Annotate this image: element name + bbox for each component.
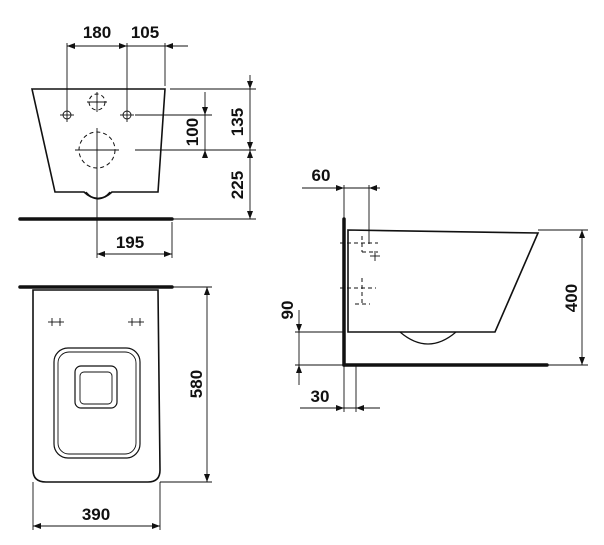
dim-30: 30 — [311, 387, 330, 406]
side-view-inlet — [340, 236, 380, 261]
plan-view-bowl-outer — [32, 289, 161, 483]
front-view-mounting-hole-right — [120, 108, 134, 122]
side-view-drain-curve — [399, 331, 457, 345]
plan-view-seat-opening — [53, 347, 141, 459]
side-view: 60 400 90 30 — [278, 166, 588, 412]
dim-580: 580 — [187, 370, 206, 398]
plan-view-hinge-left — [48, 318, 64, 326]
front-view-waste-outlet — [75, 128, 119, 172]
dim-100: 100 — [183, 118, 202, 146]
dim-90: 90 — [278, 301, 297, 320]
dim-105: 105 — [131, 23, 159, 42]
dim-225: 225 — [228, 171, 247, 199]
dim-400: 400 — [562, 284, 581, 312]
dim-135: 135 — [228, 108, 247, 136]
front-view-bowl-outline — [31, 88, 166, 200]
dim-195: 195 — [116, 233, 144, 252]
dim-390: 390 — [82, 505, 110, 524]
plan-view-hinge-right — [128, 318, 144, 326]
side-view-bowl-outline — [347, 229, 540, 333]
side-view-outlet — [340, 278, 376, 305]
dim-60: 60 — [312, 166, 331, 185]
front-view-mounting-hole-left — [60, 108, 74, 122]
dim-180: 180 — [83, 23, 111, 42]
front-view-drain-curve — [85, 191, 111, 200]
front-view: 180 105 135 100 225 195 — [18, 23, 256, 258]
plan-view: 580 390 — [18, 285, 212, 530]
plan-view-inner-bowl — [74, 365, 118, 409]
front-view-water-inlet — [87, 92, 107, 112]
